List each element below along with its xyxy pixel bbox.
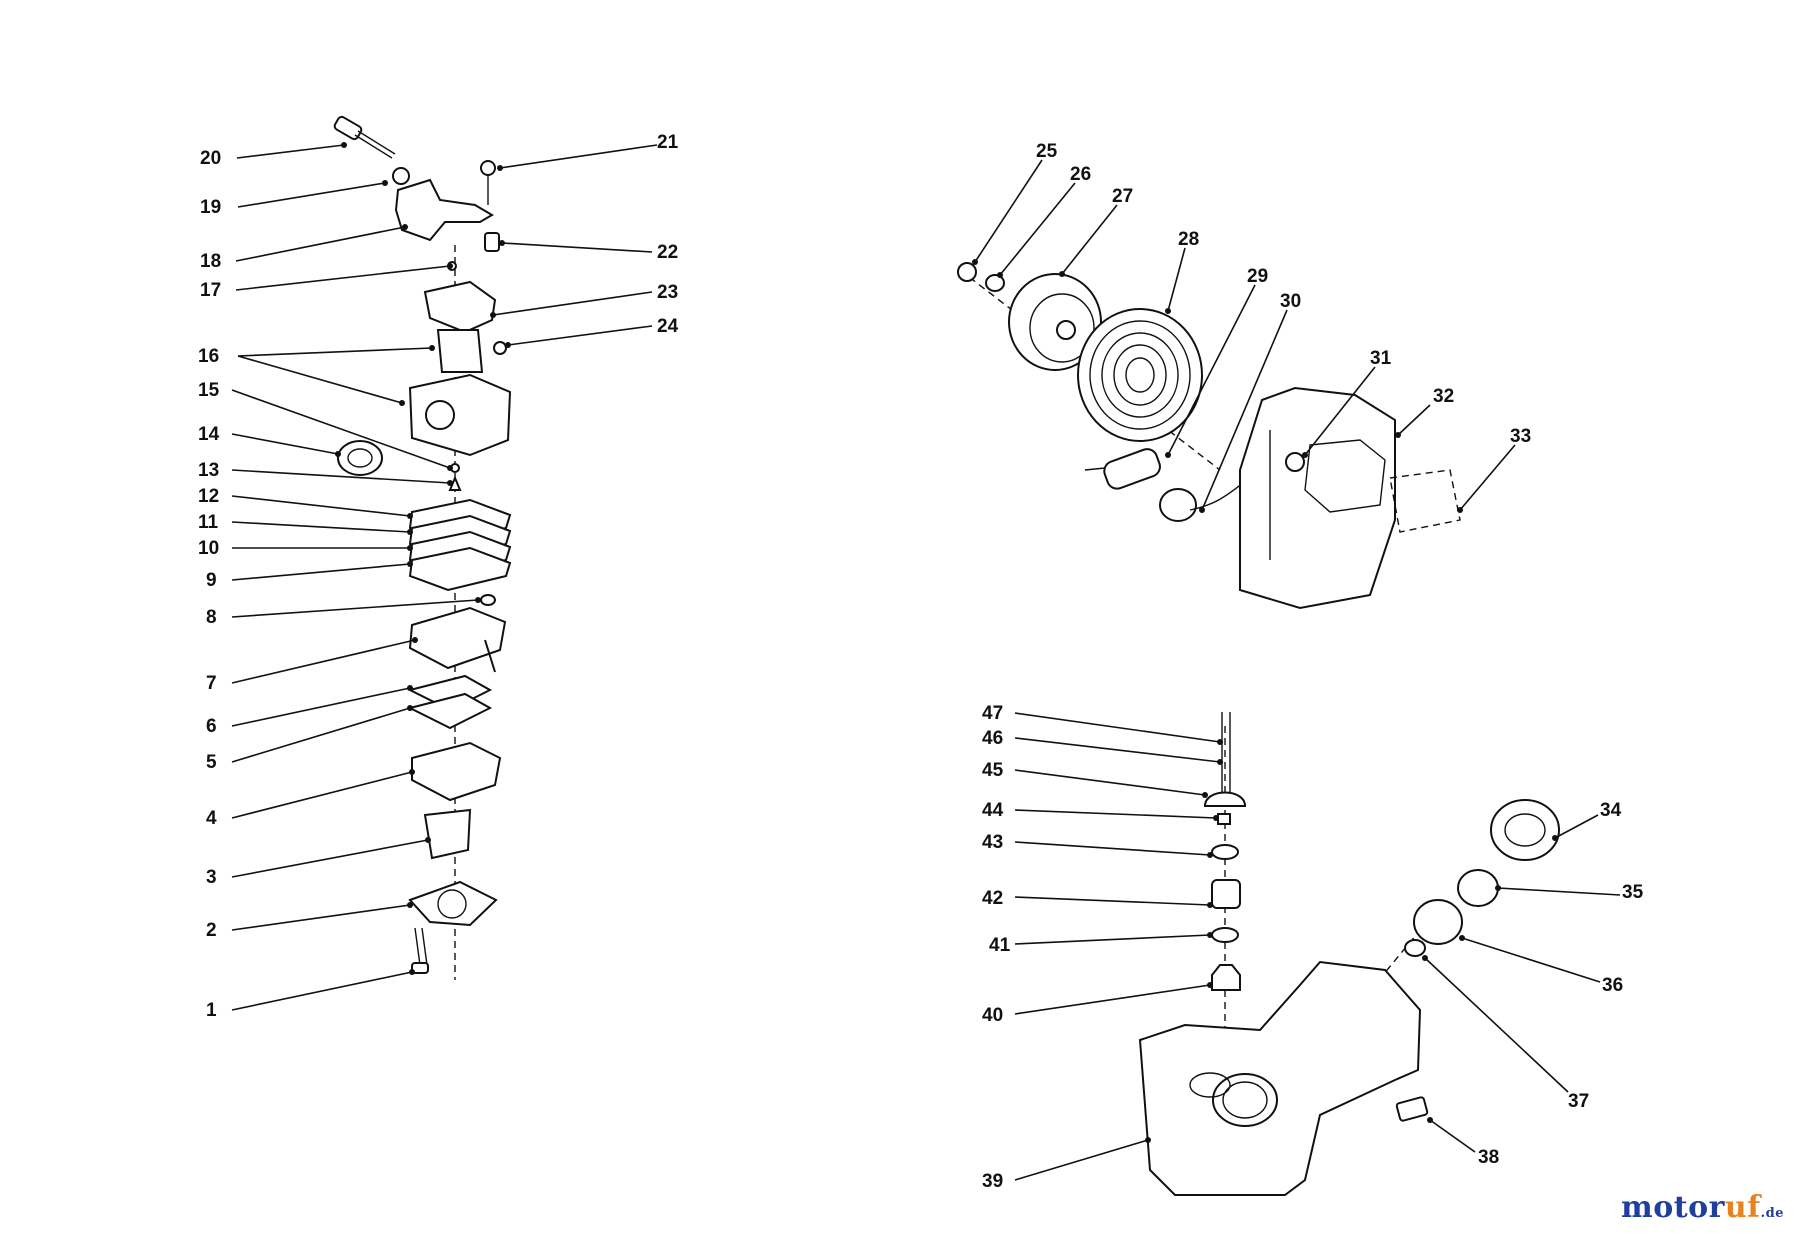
part-28-recoil-spring bbox=[1077, 308, 1203, 442]
part-35-retainer bbox=[1457, 869, 1499, 907]
part-34-fuel-cap bbox=[1490, 799, 1560, 861]
part-16-main-body bbox=[408, 373, 512, 457]
callout-40: 40 bbox=[982, 1005, 1003, 1026]
part-32-starter-housing bbox=[1239, 386, 1396, 610]
callout-12: 12 bbox=[198, 486, 219, 507]
callout-8: 8 bbox=[206, 607, 217, 628]
part-16-venturi bbox=[436, 329, 484, 373]
callout-47: 47 bbox=[982, 703, 1003, 724]
callout-33: 33 bbox=[1510, 426, 1531, 447]
brand-name-part-a: motor bbox=[1620, 1190, 1725, 1225]
callout-30: 30 bbox=[1280, 291, 1301, 312]
part-8-check bbox=[480, 594, 496, 606]
part-38-clip bbox=[1395, 1096, 1429, 1122]
callout-42: 42 bbox=[982, 888, 1003, 909]
part-37-vent bbox=[1404, 939, 1426, 957]
callout-26: 26 bbox=[1070, 164, 1091, 185]
callout-23: 23 bbox=[657, 282, 678, 303]
callout-1: 1 bbox=[206, 1000, 217, 1021]
callout-3: 3 bbox=[206, 867, 217, 888]
callout-41: 41 bbox=[989, 935, 1011, 956]
callout-24: 24 bbox=[657, 316, 679, 337]
callout-37: 37 bbox=[1568, 1091, 1589, 1112]
callout-39: 39 bbox=[982, 1171, 1003, 1192]
callout-17: 17 bbox=[200, 280, 221, 301]
part-7-pump-body bbox=[408, 606, 507, 670]
callout-2: 2 bbox=[206, 920, 217, 941]
part-24-plug bbox=[493, 341, 507, 355]
callout-15: 15 bbox=[198, 380, 220, 401]
part-20-adjust-screw bbox=[333, 115, 396, 159]
callout-44: 44 bbox=[982, 800, 1004, 821]
callout-13: 13 bbox=[198, 460, 219, 481]
callout-25: 25 bbox=[1036, 141, 1058, 162]
callout-21: 21 bbox=[657, 132, 679, 153]
part-4-cover bbox=[411, 741, 502, 802]
part-1-bolt bbox=[411, 927, 429, 974]
part-2-plate bbox=[408, 880, 498, 927]
brand-name-suffix: .de bbox=[1760, 1206, 1784, 1221]
callout-32: 32 bbox=[1433, 386, 1454, 407]
part-14-seal bbox=[337, 440, 383, 476]
part-5-diaphragm bbox=[407, 692, 493, 730]
part-19-spring bbox=[392, 167, 410, 185]
callout-36: 36 bbox=[1602, 975, 1623, 996]
callout-38: 38 bbox=[1478, 1147, 1499, 1168]
part-43-washer bbox=[1211, 844, 1239, 860]
part-29-starter-handle bbox=[1084, 448, 1197, 522]
callout-11: 11 bbox=[198, 512, 219, 533]
part-18-lever-bracket bbox=[394, 178, 494, 242]
callout-5: 5 bbox=[206, 752, 217, 773]
callout-16: 16 bbox=[198, 346, 219, 367]
callout-28: 28 bbox=[1178, 229, 1199, 250]
callout-20: 20 bbox=[200, 148, 221, 169]
callout-34: 34 bbox=[1600, 800, 1622, 821]
callout-4: 4 bbox=[206, 808, 217, 829]
callout-10: 10 bbox=[198, 538, 219, 559]
gasket-stack-9-12 bbox=[408, 498, 512, 592]
part-22-nozzle bbox=[484, 232, 500, 252]
part-42-fitting bbox=[1211, 879, 1241, 909]
callout-35: 35 bbox=[1622, 882, 1644, 903]
fuel-system-assembly bbox=[1138, 712, 1560, 1196]
part-44-plug bbox=[1217, 813, 1231, 825]
recoil-starter-assembly bbox=[957, 262, 1461, 610]
part-41-grommet bbox=[1211, 927, 1239, 943]
callout-7: 7 bbox=[206, 673, 217, 694]
callout-9: 9 bbox=[206, 570, 217, 591]
callout-27: 27 bbox=[1112, 186, 1133, 207]
callout-43: 43 bbox=[982, 832, 1003, 853]
part-47-fuel-line bbox=[1221, 712, 1231, 795]
part-25-screw bbox=[957, 262, 977, 282]
callout-22: 22 bbox=[657, 242, 678, 263]
brand-name-part-b: uf bbox=[1724, 1190, 1761, 1225]
brand-watermark: motoruf.de bbox=[1621, 1190, 1784, 1225]
part-26-washer bbox=[985, 274, 1005, 292]
part-31-pawl bbox=[1285, 452, 1305, 472]
callout-31: 31 bbox=[1370, 348, 1392, 369]
callout-46: 46 bbox=[982, 728, 1003, 749]
callout-29: 29 bbox=[1247, 266, 1268, 287]
part-21-screw bbox=[480, 160, 496, 205]
callout-45: 45 bbox=[982, 760, 1004, 781]
part-27-pulley bbox=[1008, 273, 1102, 371]
callout-numbers: 1 2 3 4 5 6 7 8 9 10 11 12 13 14 15 16 1… bbox=[198, 132, 1644, 1192]
callout-6: 6 bbox=[206, 716, 217, 737]
part-40-filter bbox=[1211, 964, 1241, 991]
part-23-upper-body bbox=[423, 280, 497, 334]
callout-19: 19 bbox=[200, 197, 221, 218]
carburetor-assembly bbox=[333, 115, 512, 980]
part-45-filter-cap bbox=[1203, 791, 1247, 807]
callout-14: 14 bbox=[198, 424, 220, 445]
part-3-filter bbox=[423, 808, 472, 860]
callout-leaders bbox=[231, 142, 1621, 1181]
callout-18: 18 bbox=[200, 251, 221, 272]
part-33-gasket bbox=[1389, 469, 1461, 533]
part-36-gasket bbox=[1413, 899, 1463, 945]
part-39-fuel-tank bbox=[1138, 960, 1422, 1196]
